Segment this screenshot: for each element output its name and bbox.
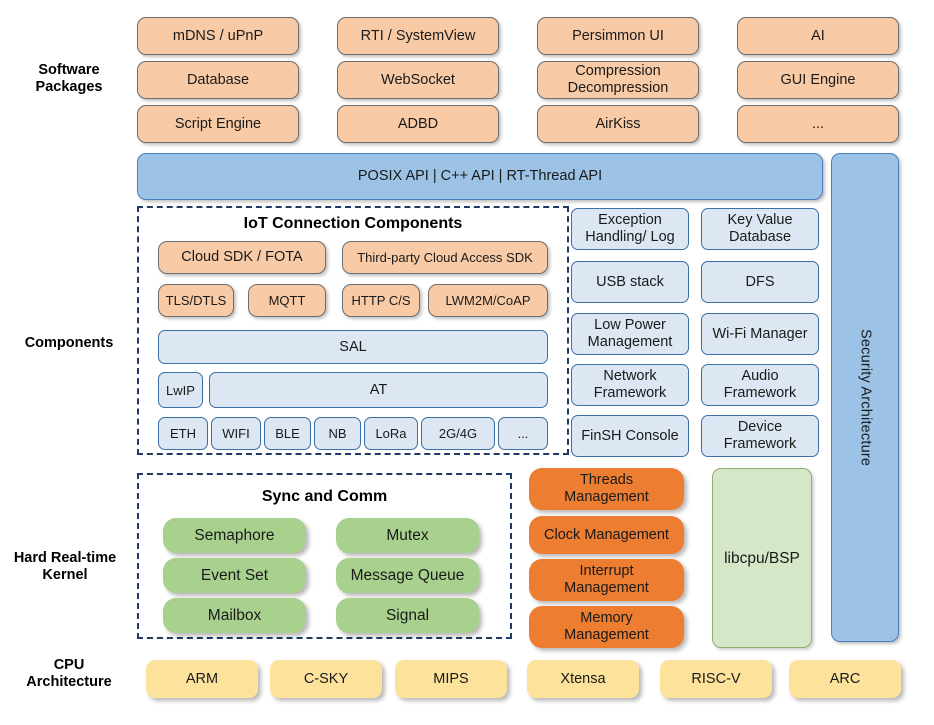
iot-third-party-sdk-box[interactable]: Third-party Cloud Access SDK — [342, 241, 548, 274]
libcpu-bsp-box[interactable]: libcpu/BSP — [712, 468, 812, 648]
row-label-cpu: CPU Architecture — [26, 657, 112, 690]
kernel-management-box[interactable]: Memory Management — [529, 606, 684, 648]
iot-link-box[interactable]: LoRa — [364, 417, 418, 450]
iot-protocol-box[interactable]: HTTP C/S — [342, 284, 420, 317]
component-box[interactable]: Audio Framework — [701, 364, 819, 406]
iot-link-box[interactable]: BLE — [264, 417, 311, 450]
package-box[interactable]: AI — [737, 17, 899, 55]
kernel-management-box[interactable]: Threads Management — [529, 468, 684, 510]
package-box[interactable]: mDNS / uPnP — [137, 17, 299, 55]
package-box[interactable]: GUI Engine — [737, 61, 899, 99]
iot-cloud-sdk-box[interactable]: Cloud SDK / FOTA — [158, 241, 326, 274]
security-architecture-label: Security Architecture — [857, 328, 874, 467]
component-box[interactable]: Network Framework — [571, 364, 689, 406]
component-box[interactable]: Wi-Fi Manager — [701, 313, 819, 355]
component-box[interactable]: Device Framework — [701, 415, 819, 457]
cpu-arch-box[interactable]: MIPS — [395, 660, 507, 698]
component-box[interactable]: Low Power Management — [571, 313, 689, 355]
cpu-arch-box[interactable]: ARC — [789, 660, 901, 698]
cpu-arch-box[interactable]: C-SKY — [270, 660, 382, 698]
component-box[interactable]: DFS — [701, 261, 819, 303]
package-box[interactable]: WebSocket — [337, 61, 499, 99]
package-box[interactable]: ADBD — [337, 105, 499, 143]
row-label-software-packages: Software Packages — [35, 62, 103, 95]
api-bar: POSIX API | C++ API | RT-Thread API — [137, 153, 823, 200]
cpu-arch-box[interactable]: RISC-V — [660, 660, 772, 698]
package-box[interactable]: Compression Decompression — [537, 61, 699, 99]
row-label-components: Components — [24, 335, 114, 351]
cpu-arch-box[interactable]: Xtensa — [527, 660, 639, 698]
iot-protocol-box[interactable]: MQTT — [248, 284, 326, 317]
package-box[interactable]: Script Engine — [137, 105, 299, 143]
sync-box[interactable]: Event Set — [163, 558, 306, 593]
sync-box[interactable]: Signal — [336, 598, 479, 633]
iot-link-box[interactable]: 2G/4G — [421, 417, 495, 450]
sync-and-comm-group — [137, 473, 512, 639]
iot-protocol-box[interactable]: LWM2M/CoAP — [428, 284, 548, 317]
iot-protocol-box[interactable]: TLS/DTLS — [158, 284, 234, 317]
iot-sal-box[interactable]: SAL — [158, 330, 548, 364]
row-label-kernel: Hard Real-time Kernel — [13, 550, 117, 583]
package-box[interactable]: ... — [737, 105, 899, 143]
sync-box[interactable]: Message Queue — [336, 558, 479, 593]
package-box[interactable]: Database — [137, 61, 299, 99]
package-box[interactable]: Persimmon UI — [537, 17, 699, 55]
iot-lwip-box[interactable]: LwIP — [158, 372, 203, 408]
sync-and-comm-group-title: Sync and Comm — [261, 488, 388, 505]
sync-box[interactable]: Mutex — [336, 518, 479, 553]
iot-link-box[interactable]: NB — [314, 417, 361, 450]
cpu-arch-box[interactable]: ARM — [146, 660, 258, 698]
iot-link-box[interactable]: ... — [498, 417, 548, 450]
sync-box[interactable]: Semaphore — [163, 518, 306, 553]
iot-at-box[interactable]: AT — [209, 372, 548, 408]
component-box[interactable]: USB stack — [571, 261, 689, 303]
component-box[interactable]: Key Value Database — [701, 208, 819, 250]
iot-connection-group — [137, 206, 569, 455]
package-box[interactable]: AirKiss — [537, 105, 699, 143]
iot-link-box[interactable]: ETH — [158, 417, 208, 450]
iot-link-box[interactable]: WIFI — [211, 417, 261, 450]
component-box[interactable]: Exception Handling/ Log — [571, 208, 689, 250]
iot-connection-group-title: IoT Connection Components — [243, 215, 463, 232]
component-box[interactable]: FinSH Console — [571, 415, 689, 457]
kernel-management-box[interactable]: Interrupt Management — [529, 559, 684, 601]
security-architecture-bar: Security Architecture — [831, 153, 899, 642]
kernel-management-box[interactable]: Clock Management — [529, 516, 684, 554]
package-box[interactable]: RTI / SystemView — [337, 17, 499, 55]
sync-box[interactable]: Mailbox — [163, 598, 306, 633]
